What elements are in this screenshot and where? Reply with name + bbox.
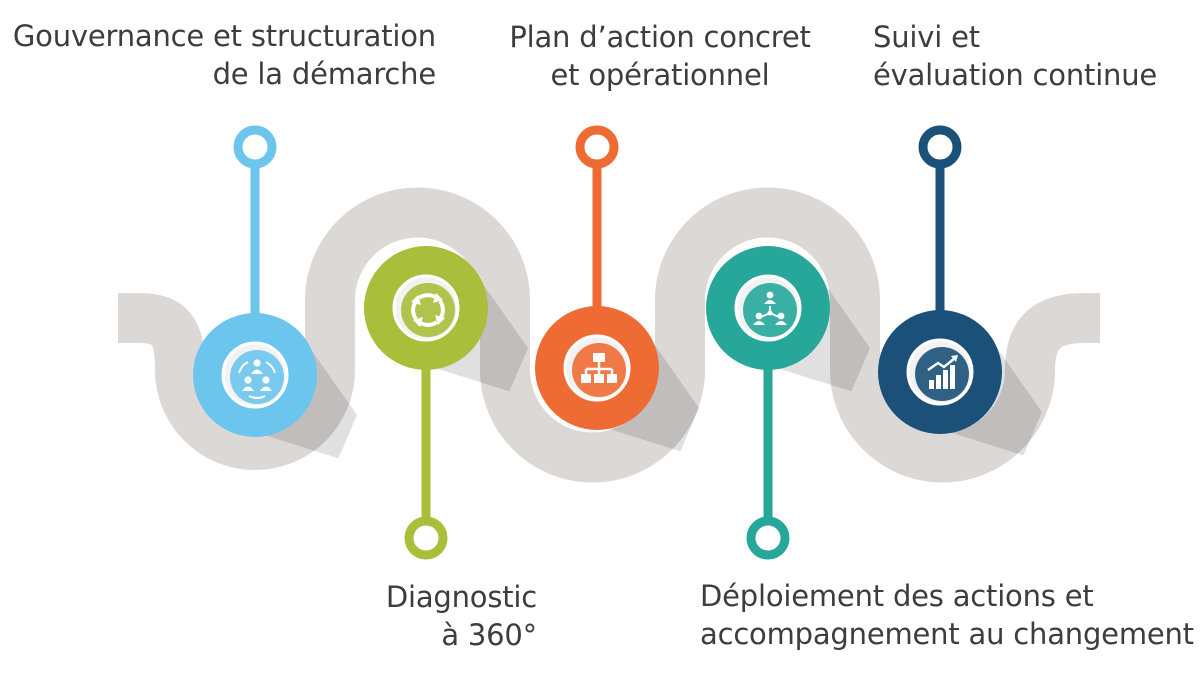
icon-inner-gouvernance bbox=[230, 350, 284, 404]
winding-road bbox=[118, 187, 1100, 483]
label-deploiement: Déploiement des actions et accompagnemen… bbox=[700, 577, 1194, 653]
label-line: évaluation continue bbox=[873, 58, 1158, 92]
label-line: Diagnostic bbox=[385, 580, 537, 614]
label-plan: Plan d’action concret et opérationnel bbox=[470, 18, 850, 94]
label-line: à 360° bbox=[441, 618, 537, 652]
pin-marker-deploiement bbox=[746, 516, 790, 560]
label-line: Suivi et bbox=[873, 20, 980, 54]
label-gouvernance: Gouvernance et structuration de la démar… bbox=[13, 17, 436, 93]
icon-inner-diagnostic bbox=[401, 283, 455, 337]
pin-marker-suivi bbox=[918, 125, 962, 169]
pin-marker-diagnostic bbox=[404, 516, 448, 560]
growth-chart-icon bbox=[927, 355, 958, 389]
label-line: Déploiement des actions et bbox=[700, 579, 1094, 613]
label-line: Plan d’action concret bbox=[509, 20, 811, 54]
org-chart-icon bbox=[581, 353, 617, 383]
label-suivi: Suivi et évaluation continue bbox=[873, 18, 1157, 94]
label-line: de la démarche bbox=[212, 57, 437, 91]
network-people-icon bbox=[753, 291, 787, 325]
label-line: Gouvernance et structuration bbox=[12, 19, 436, 53]
icon-inner-suivi bbox=[915, 347, 969, 401]
label-line: et opérationnel bbox=[550, 58, 770, 92]
pin-marker-gouvernance bbox=[233, 125, 277, 169]
pin-marker-plan bbox=[575, 125, 619, 169]
label-diagnostic: Diagnostic à 360° bbox=[386, 578, 537, 654]
team-cycle-icon bbox=[238, 359, 276, 399]
refresh-cycle-icon bbox=[411, 293, 445, 327]
label-line: accompagnement au changement bbox=[700, 617, 1194, 651]
